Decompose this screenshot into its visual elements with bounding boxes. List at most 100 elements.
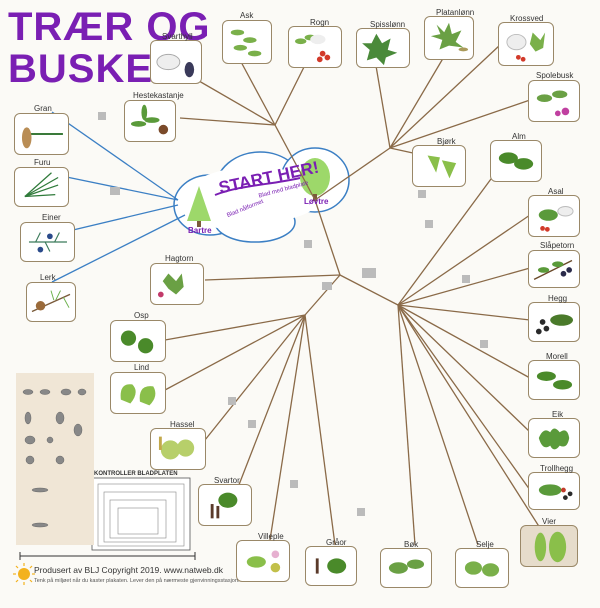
label-ask: Ask <box>240 11 254 20</box>
node-vier[interactable] <box>520 525 578 567</box>
leaf-shape-legend <box>16 373 94 545</box>
label-vier: Vier <box>542 517 557 526</box>
control-plate <box>19 477 196 560</box>
oak-leaf-icon <box>538 428 570 450</box>
node-spisslonn[interactable] <box>356 28 410 68</box>
node-selje[interactable] <box>455 548 509 588</box>
node-hestekastanje[interactable] <box>124 100 176 142</box>
label-krossved: Krossved <box>510 14 544 23</box>
label-asal: Asal <box>548 187 564 196</box>
linden-leaf-icon <box>120 384 156 406</box>
node-gran[interactable] <box>14 113 69 155</box>
label-slapetorn: Slåpetorn <box>540 241 575 250</box>
rowan-icon <box>295 34 331 63</box>
label-trollhegg: Trollhegg <box>540 464 574 473</box>
label-alm: Alm <box>512 132 526 141</box>
willow-leaf-icon <box>534 531 567 563</box>
crab-apple-icon <box>246 550 281 573</box>
label-spisslonn: Spisslønn <box>370 20 406 29</box>
goat-willow-icon <box>464 561 500 577</box>
conifer-group-label: Bartre <box>188 226 212 235</box>
start-arrow <box>214 177 301 196</box>
label-platanlonn: Platanlønn <box>436 8 475 17</box>
branch-notes <box>98 112 488 516</box>
node-osp[interactable] <box>110 320 166 362</box>
node-asal[interactable] <box>528 195 580 237</box>
node-krossved[interactable] <box>498 22 554 66</box>
elm-leaf-icon <box>498 152 534 170</box>
node-villeple[interactable] <box>236 540 290 582</box>
label-hassel: Hassel <box>170 420 195 429</box>
footer-credit: Produsert av BLJ Copyright 2019. www.nat… <box>34 565 223 575</box>
node-alm[interactable] <box>490 140 542 182</box>
guelder-rose-icon <box>506 32 546 62</box>
conifer-tree-icon <box>187 186 211 227</box>
node-platanlonn[interactable] <box>424 16 474 60</box>
node-ask[interactable] <box>222 20 272 64</box>
label-villeple: Villeple <box>258 532 284 541</box>
node-rogn[interactable] <box>288 26 342 68</box>
label-osp: Osp <box>134 311 149 320</box>
hawthorn-icon <box>157 273 184 298</box>
beech-leaf-icon <box>388 559 425 574</box>
node-bok[interactable] <box>380 548 432 588</box>
node-lerk[interactable] <box>26 282 76 322</box>
node-hassel[interactable] <box>150 428 206 470</box>
label-lind: Lind <box>134 363 150 372</box>
label-eik: Eik <box>552 410 564 419</box>
hazel-leaf-icon <box>158 436 195 460</box>
node-graor[interactable] <box>305 546 357 586</box>
label-svarthyll: Svarthyll <box>162 32 193 41</box>
node-hagtorn[interactable] <box>150 263 204 305</box>
spruce-branch-icon <box>21 127 63 149</box>
label-spolebusk: Spolebusk <box>536 71 574 80</box>
deciduous-group-label: Løvtre <box>304 197 329 206</box>
horse-chestnut-icon <box>130 104 169 135</box>
label-lerk: Lerk <box>40 273 56 282</box>
maple-leaf-icon <box>362 33 398 66</box>
node-hegg[interactable] <box>528 302 580 342</box>
footer-note: Tenk på miljøet når du kaster plakaten. … <box>34 578 240 584</box>
juniper-icon <box>28 232 67 253</box>
label-einer: Einer <box>42 213 61 222</box>
node-eik[interactable] <box>528 418 580 458</box>
node-furu[interactable] <box>14 167 69 207</box>
spindle-icon <box>536 90 570 117</box>
aspen-leaf-icon <box>120 330 154 354</box>
label-selje: Selje <box>476 540 494 549</box>
elder-icon <box>156 53 195 78</box>
node-einer[interactable] <box>20 222 75 262</box>
node-svartor[interactable] <box>198 484 252 526</box>
black-alder-icon <box>210 492 238 519</box>
bird-cherry-icon <box>535 314 573 335</box>
deciduous-branches <box>164 44 541 546</box>
label-bjork: Bjørk <box>437 137 456 146</box>
label-svartor: Svartor <box>214 476 240 485</box>
ash-leaf-icon <box>230 29 262 57</box>
grey-alder-icon <box>315 558 347 574</box>
label-rogn: Rogn <box>310 18 330 27</box>
node-morell[interactable] <box>528 360 580 400</box>
blackthorn-icon <box>533 259 573 281</box>
whitebeam-icon <box>538 206 574 232</box>
label-graor: Gråor <box>326 538 347 547</box>
alder-buckthorn-icon <box>538 484 573 500</box>
label-furu: Furu <box>34 158 51 167</box>
node-slapetorn[interactable] <box>528 250 580 288</box>
label-hestekastanje: Hestekastanje <box>133 91 184 100</box>
sycamore-leaf-icon <box>430 22 469 52</box>
node-trollhegg[interactable] <box>528 472 580 510</box>
sun-logo <box>13 563 35 585</box>
label-hagtorn: Hagtorn <box>165 254 194 263</box>
larch-icon <box>31 290 71 313</box>
node-lind[interactable] <box>110 372 166 414</box>
node-spolebusk[interactable] <box>528 80 580 122</box>
node-svarthyll[interactable] <box>150 40 202 84</box>
label-morell: Morell <box>546 352 568 361</box>
label-bok: Bøk <box>404 540 419 549</box>
control-plate-title: KONTROLLER BLADPLATEN <box>94 471 178 477</box>
pine-needles-icon <box>24 172 59 198</box>
node-bjork[interactable] <box>412 145 466 187</box>
birch-leaf-icon <box>427 155 457 179</box>
